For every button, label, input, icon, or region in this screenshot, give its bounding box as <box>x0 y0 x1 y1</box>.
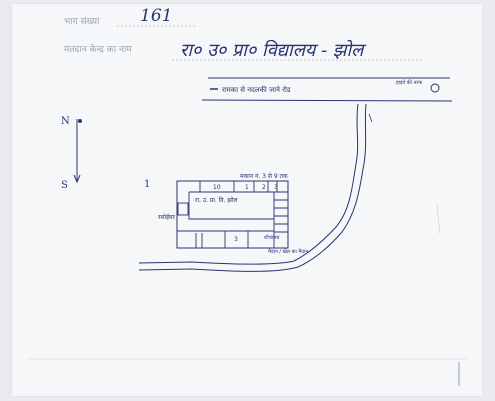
compass-arrow <box>73 174 81 184</box>
top-rooms <box>199 181 288 193</box>
polling-station-value: रा० उ० प्रा० विद्यालय - झोल <box>180 40 364 61</box>
stray-mark <box>368 113 373 123</box>
room-number: 1 <box>245 184 249 191</box>
school-compound <box>176 180 289 249</box>
right-rooms <box>273 192 288 248</box>
bottom-room-number: 3 <box>234 236 238 243</box>
below-label: मैदान / खेल का मैदान <box>268 249 309 255</box>
booth-number-label: भाग संख्या <box>64 17 100 27</box>
bottom-rooms <box>177 230 274 248</box>
map-top-label: मकान नं. 3 से 9 तक <box>240 173 288 180</box>
gate-marks <box>195 233 203 248</box>
marker-1: 1 <box>144 179 151 190</box>
room-number: 3 <box>274 184 278 191</box>
room-number: 2 <box>262 184 266 191</box>
faint-mark <box>436 203 441 235</box>
road-curve-inner <box>138 103 367 272</box>
north-label: N <box>61 116 70 127</box>
road-curve-outer <box>138 103 359 265</box>
kitchen-box <box>177 202 189 216</box>
left-building-label: रसोईघर <box>158 214 176 221</box>
scanned-page: भाग संख्या 161 मतदान केन्द्र का नाम रा० … <box>12 4 482 396</box>
booth-number-value: 161 <box>140 6 173 26</box>
polling-station-label: मतदान केन्द्र का नाम <box>64 45 132 55</box>
school-hall <box>188 191 274 220</box>
south-label: S <box>61 180 68 191</box>
road-end-label: हाइवे की तरफ <box>396 80 423 86</box>
road-label: रामका से नदलकी जाने रोड <box>222 86 291 94</box>
road-end-circle <box>430 83 440 93</box>
road-bottom-line <box>201 99 453 102</box>
map-drawing <box>27 25 467 386</box>
bottom-room-label: शौचालय <box>264 235 280 241</box>
room-number: 10 <box>213 184 221 191</box>
school-label: रा. उ. प्रा. वि. झोल <box>195 197 238 204</box>
compass-north-dot <box>78 119 82 123</box>
